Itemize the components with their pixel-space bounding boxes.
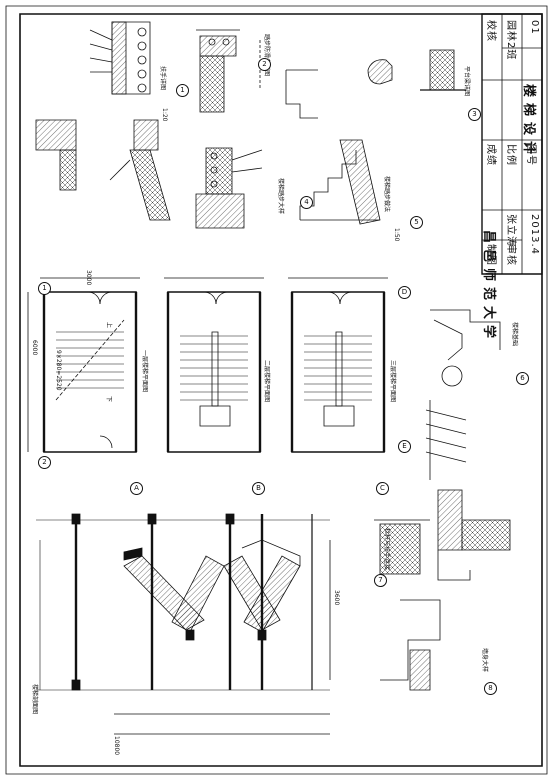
stair-section [36, 514, 330, 734]
inner-border [20, 14, 542, 766]
callout-4: 4 [300, 196, 313, 209]
stair-plan-3 [288, 278, 388, 452]
label-detail-3: 楼梯踏步大样 [277, 178, 284, 215]
label-plan-1: 一层楼梯平面图 [141, 350, 148, 393]
title-block-sheet-no: 01 [529, 20, 540, 35]
title-block-sheet: 图号 [525, 144, 536, 166]
callout-7: 7 [374, 574, 387, 587]
note-up: 上 [105, 322, 112, 329]
dim-plan-depth: 6000 [31, 340, 38, 356]
title-block-row-2: 审核 [505, 244, 516, 266]
stair-plan-2 [164, 278, 264, 452]
stair-plan-1 [28, 278, 140, 452]
axis-bubble-a: A [130, 482, 143, 495]
axis-bubble-2: 2 [38, 456, 51, 469]
axis-bubble-c: C [376, 482, 389, 495]
axis-bubble-1: 1 [38, 282, 51, 295]
callout-5: 5 [410, 216, 423, 229]
detail-handrail [368, 50, 466, 90]
title-block-category: 园林2班 [505, 20, 516, 61]
label-detail-landing: 平台梁详图 [463, 66, 470, 97]
title-block-check: 校核 [485, 20, 496, 42]
detail-beam-wall [196, 30, 318, 118]
label-detail-base: 楼梯基础 [511, 322, 518, 347]
detail-nosing [430, 310, 500, 386]
title-block-drafter: 张立涛 [505, 214, 516, 247]
callout-6: 6 [516, 372, 529, 385]
callout-2: 2 [258, 58, 271, 71]
detail-wall-base [374, 520, 440, 690]
title-block-row-1: 制图 [485, 244, 496, 266]
detail-landing-beam [196, 148, 262, 228]
title-block [482, 14, 542, 274]
label-plan-3: 三层楼梯平面图 [389, 360, 396, 403]
detail-slab [90, 22, 150, 94]
title-block-date: 2013.4 [529, 214, 540, 255]
detail-rail-joint [426, 400, 510, 580]
axis-bubble-d: D [398, 286, 411, 299]
note-scale-2: 1:50 [393, 228, 400, 242]
label-detail-wall: 墙身大样 [481, 648, 488, 673]
callout-1: 1 [176, 84, 189, 97]
label-detail-step: 楼梯踏步做法 [383, 176, 390, 213]
detail-step-section [300, 140, 380, 224]
note-down: 下 [105, 396, 112, 403]
title-block-grade: 成绩 [485, 144, 496, 166]
title-block-scale: 比例 [505, 144, 516, 166]
dim-run: 9×280=2520 [55, 350, 62, 391]
label-section: 楼梯剖面图 [31, 684, 38, 715]
axis-bubble-e: E [398, 440, 411, 453]
dim-section-total: 10800 [113, 736, 120, 756]
callout-3: 3 [468, 108, 481, 121]
label-plan-2: 二层楼梯平面图 [263, 360, 270, 403]
label-detail-rail-joint: 栏杆与扶手连接 [383, 528, 390, 571]
detail-wall-section [36, 120, 170, 220]
axis-bubble-b: B [252, 482, 265, 495]
label-detail-handrail: 扶手详图 [159, 66, 166, 91]
note-scale-1: 1:20 [161, 108, 168, 122]
dim-plan-width: 3000 [85, 270, 92, 286]
callout-8: 8 [484, 682, 497, 695]
outer-border [6, 6, 547, 774]
dim-floor-height: 3600 [333, 590, 340, 606]
